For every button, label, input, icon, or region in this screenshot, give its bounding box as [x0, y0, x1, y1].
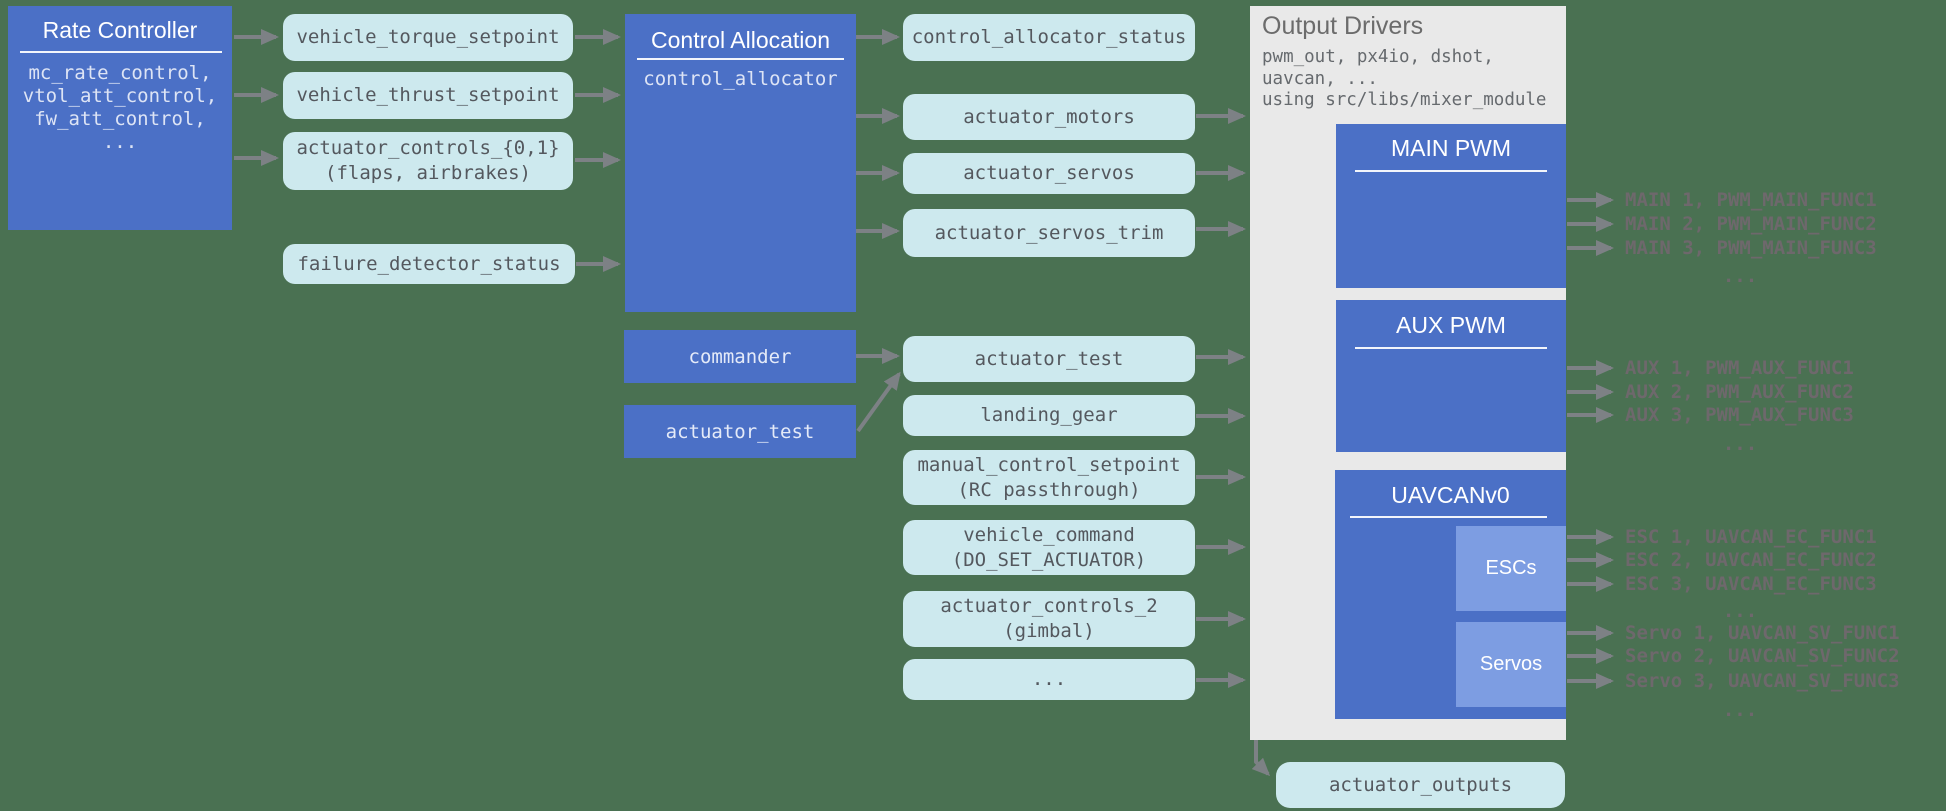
escs-label: ESCs — [1485, 557, 1537, 579]
arrow-drivers-to-outputs — [1251, 740, 1271, 777]
topic-label: actuator_servos_trim — [934, 221, 1164, 244]
output-label-aux3: AUX 3, PWM_AUX_FUNC3 — [1625, 404, 1854, 426]
output-label-main-more: ... — [1722, 265, 1758, 287]
main-pwm-divider — [1355, 170, 1547, 172]
topic-label: vehicle_thrust_setpoint — [296, 84, 560, 106]
uavcan-title: UAVCANv0 — [1391, 482, 1510, 508]
control-allocation-box — [625, 14, 856, 312]
output-label-main3: MAIN 3, PWM_MAIN_FUNC3 — [1625, 237, 1877, 259]
output-drivers-title: Output Drivers — [1262, 12, 1424, 40]
topic-sublabel: (flaps, airbrakes) — [325, 162, 531, 184]
topic-more: ... — [903, 659, 1195, 700]
commander-label: commander — [688, 345, 792, 368]
commander-box: commander — [624, 330, 856, 383]
topic-actuator-servos: actuator_servos — [903, 153, 1195, 194]
servos-box: Servos — [1456, 622, 1566, 707]
main-pwm-title: MAIN PWM — [1390, 135, 1512, 161]
topic-sublabel: (RC passthrough) — [957, 478, 1141, 501]
arrow-testsrc-to-test — [856, 371, 901, 433]
topic-sublabel: (gimbal) — [1003, 620, 1095, 642]
rate-controller-box — [8, 6, 232, 230]
topic-label: ... — [1031, 668, 1067, 690]
topic-label: actuator_motors — [963, 105, 1135, 128]
output-label-aux2: AUX 2, PWM_AUX_FUNC2 — [1625, 381, 1854, 403]
topic-control-allocator-status: control_allocator_status — [903, 14, 1195, 61]
aux-pwm-box — [1336, 300, 1566, 452]
rate-controller-title: Rate Controller — [42, 17, 198, 43]
topic-label: vehicle_torque_setpoint — [296, 26, 560, 48]
topic-label: actuator_test — [974, 347, 1124, 370]
topic-actuator-motors: actuator_motors — [903, 94, 1195, 140]
topic-label: failure_detector_status — [297, 252, 561, 275]
topic-manual-control-setpoint: manual_control_setpoint (RC passthrough) — [903, 450, 1195, 505]
actuator-test-source-box: actuator_test — [624, 405, 856, 458]
topic-label: vehicle_command — [963, 523, 1135, 546]
topic-label: actuator_controls_2 — [940, 595, 1158, 617]
topic-failure-detector-status: failure_detector_status — [283, 244, 575, 284]
topic-label: actuator_servos — [963, 162, 1135, 184]
topic-vehicle-torque-setpoint: vehicle_torque_setpoint — [283, 14, 573, 61]
topic-actuator-outputs: actuator_outputs — [1276, 762, 1565, 808]
rate-controller-divider — [20, 51, 222, 53]
output-label-servo-more: ... — [1722, 699, 1758, 721]
topic-actuator-servos-trim: actuator_servos_trim — [903, 209, 1195, 257]
topic-label: landing_gear — [980, 404, 1118, 426]
output-label-esc2: ESC 2, UAVCAN_EC_FUNC2 — [1625, 549, 1877, 571]
output-label-esc1: ESC 1, UAVCAN_EC_FUNC1 — [1625, 526, 1877, 548]
output-label-servo3: Servo 3, UAVCAN_SV_FUNC3 — [1625, 670, 1900, 692]
servos-label: Servos — [1479, 653, 1543, 675]
escs-box: ESCs — [1456, 526, 1566, 611]
output-drivers-modules: pwm_out, px4io, dshot, uavcan, ... using… — [1262, 47, 1547, 110]
topic-label: control_allocator_status — [911, 26, 1187, 48]
topic-vehicle-command: vehicle_command (DO_SET_ACTUATOR) — [903, 520, 1195, 575]
output-label-main1: MAIN 1, PWM_MAIN_FUNC1 — [1625, 189, 1877, 211]
topic-label: actuator_controls_{0,1} — [296, 137, 560, 159]
aux-pwm-divider — [1355, 347, 1547, 349]
output-label-esc3: ESC 3, UAVCAN_EC_FUNC3 — [1625, 573, 1877, 595]
control-allocation-module: control_allocator — [643, 68, 838, 90]
topic-sublabel: (DO_SET_ACTUATOR) — [951, 548, 1147, 571]
topic-actuator-controls-01: actuator_controls_{0,1} (flaps, airbrake… — [283, 132, 573, 190]
topic-landing-gear: landing_gear — [903, 395, 1195, 436]
aux-pwm-title: AUX PWM — [1396, 312, 1506, 338]
topic-actuator-controls-2: actuator_controls_2 (gimbal) — [903, 591, 1195, 647]
main-pwm-box — [1336, 124, 1566, 288]
output-label-aux-more: ... — [1722, 433, 1758, 455]
topic-vehicle-thrust-setpoint: vehicle_thrust_setpoint — [283, 72, 573, 119]
control-allocation-title: Control Allocation — [651, 27, 830, 53]
uavcan-divider — [1350, 516, 1547, 518]
topic-label: manual_control_setpoint — [917, 453, 1181, 476]
output-label-servo1: Servo 1, UAVCAN_SV_FUNC1 — [1625, 622, 1900, 644]
output-label-esc-more: ... — [1722, 600, 1758, 622]
actuator-test-source-label: actuator_test — [665, 420, 815, 443]
rate-controller-modules: mc_rate_control, vtol_att_control, fw_at… — [22, 62, 218, 153]
control-allocation-divider — [637, 58, 844, 60]
topic-label: actuator_outputs — [1328, 773, 1513, 796]
output-label-servo2: Servo 2, UAVCAN_SV_FUNC2 — [1625, 645, 1900, 667]
topic-actuator-test: actuator_test — [903, 336, 1195, 382]
output-label-aux1: AUX 1, PWM_AUX_FUNC1 — [1625, 357, 1854, 379]
output-label-main2: MAIN 2, PWM_MAIN_FUNC2 — [1625, 213, 1877, 235]
